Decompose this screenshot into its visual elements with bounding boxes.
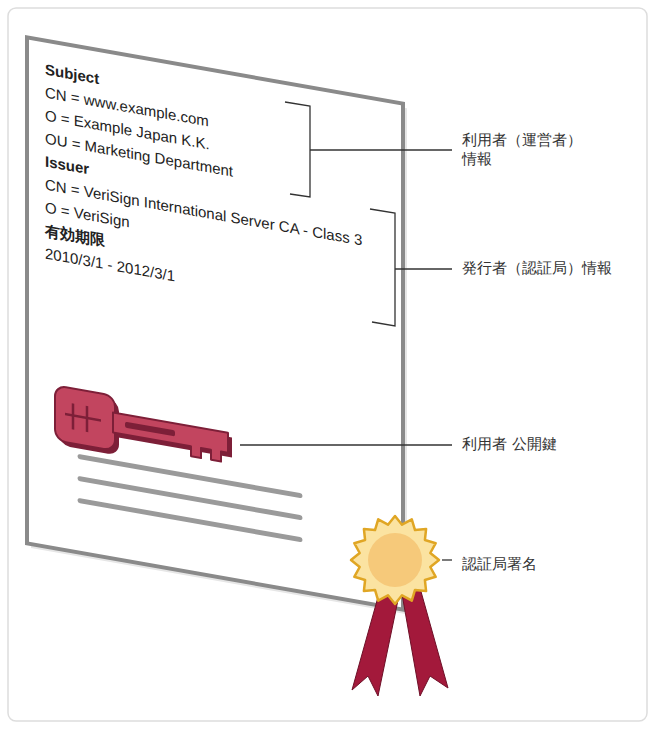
callout-label: 利用者 公開鍵 — [462, 435, 557, 454]
placeholder-line — [80, 479, 300, 518]
bracket — [370, 209, 395, 326]
callout-label: 発行者（認証局）情報 — [462, 259, 612, 278]
sheet-outline — [27, 37, 403, 609]
leader-line — [442, 559, 452, 560]
seal-center — [368, 533, 422, 587]
certificate-sheet: SubjectCN = www.example.comO = Example J… — [25, 35, 405, 612]
ribbon — [402, 588, 448, 696]
placeholder-line — [80, 457, 300, 496]
leader-line — [240, 444, 452, 445]
leader-line — [395, 268, 452, 269]
placeholder-line — [80, 501, 300, 540]
key-shaft — [113, 413, 228, 463]
ribbon — [352, 590, 398, 696]
callout-layer — [240, 102, 452, 696]
panel-border — [8, 8, 647, 721]
public-key-icon — [55, 385, 232, 475]
callout-label: 認証局署名 — [462, 555, 537, 574]
key-engraving — [65, 402, 101, 434]
bracket — [285, 102, 310, 197]
callout-label: 利用者（運営者） 情報 — [462, 131, 592, 169]
key-head — [55, 385, 115, 451]
key-groove — [125, 422, 175, 437]
ca-signature-seal — [351, 516, 448, 696]
seal-star — [351, 516, 439, 604]
leader-line — [310, 149, 452, 150]
